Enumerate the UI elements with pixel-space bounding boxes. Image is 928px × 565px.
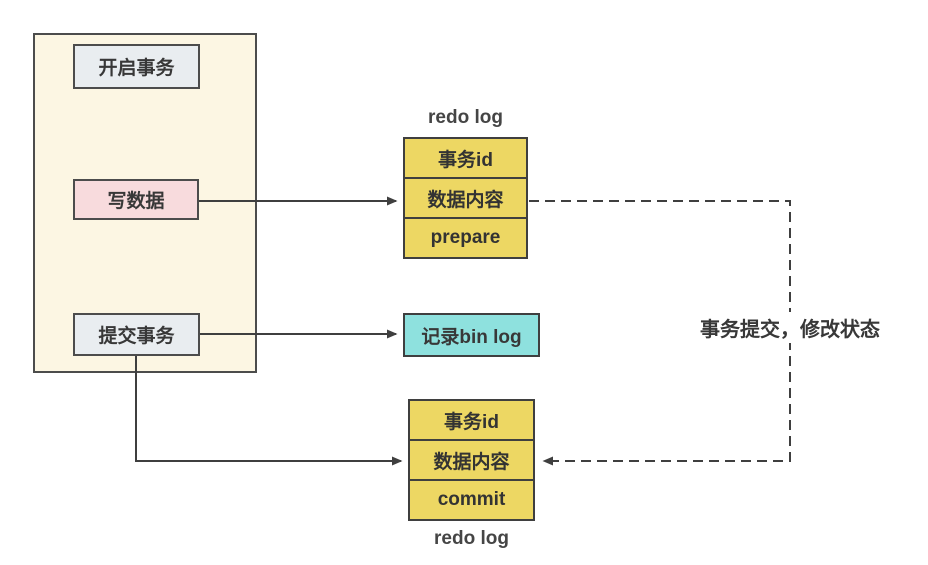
redo-log-commit-row-txid: 事务id [408,399,535,441]
redo-log-prepare-row-data: 数据内容 [403,177,528,219]
start-transaction-label: 开启事务 [98,58,175,79]
redo-log-prepare-title: redo log [428,107,503,128]
commit-transaction-label: 提交事务 [98,326,175,347]
commit-state-annotation: 事务提交，修改状态 [697,312,883,343]
redo-log-commit-row-state: commit [408,479,535,521]
redo-log-commit-stack: 事务id 数据内容 commit [408,399,535,521]
record-binlog-box: 记录bin log [403,313,540,357]
redo-log-prepare-row-txid: 事务id [403,137,528,179]
arrow-commit-to-redolog-commit [135,356,403,466]
write-data-label: 写数据 [107,191,165,212]
record-binlog-label: 记录bin log [421,326,522,348]
start-transaction-box: 开启事务 [73,44,200,89]
write-data-box: 写数据 [73,179,199,220]
redo-log-prepare-row-state: prepare [403,217,528,259]
redo-log-prepare-stack: 事务id 数据内容 prepare [403,137,528,259]
redo-log-commit-row-data: 数据内容 [408,439,535,481]
redo-log-commit-title: redo log [434,528,509,549]
commit-transaction-box: 提交事务 [73,313,200,356]
